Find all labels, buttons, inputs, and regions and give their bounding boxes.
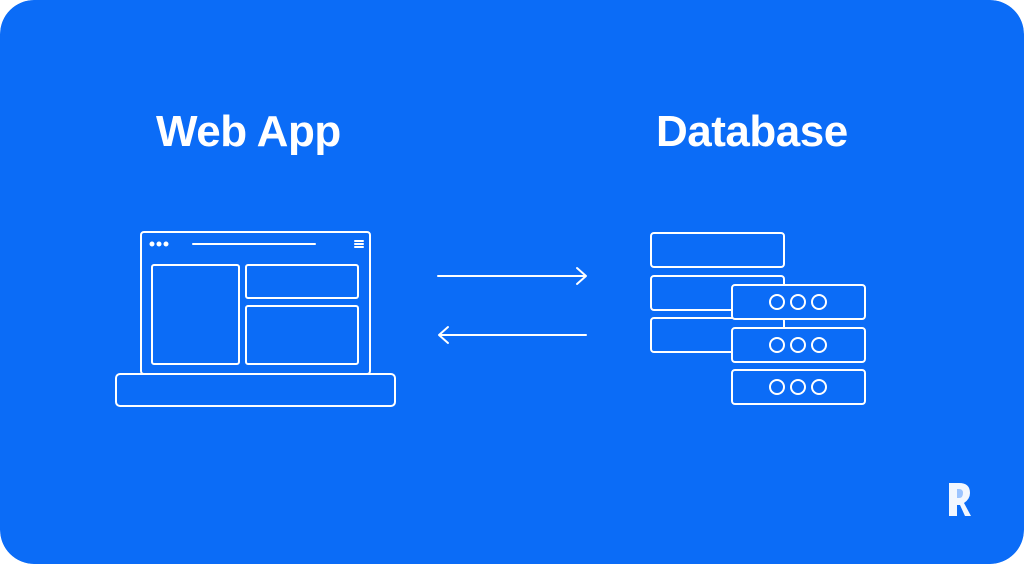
server-light [769, 379, 785, 395]
window-dot [163, 241, 169, 247]
server-light [811, 379, 827, 395]
database-servers-icon [650, 232, 866, 405]
r-logo-icon [949, 483, 971, 516]
server-slab-back [650, 232, 785, 268]
server-light [790, 379, 806, 395]
database-title: Database [656, 107, 848, 156]
server-slab-front [731, 284, 866, 320]
laptop-base [115, 373, 396, 407]
server-light [790, 337, 806, 353]
web-app-title: Web App [156, 107, 341, 156]
laptop-browser-icon [115, 231, 396, 407]
window-dot [149, 241, 155, 247]
content-panel-bottom [245, 305, 359, 365]
server-light [790, 294, 806, 310]
server-slab-front [731, 369, 866, 405]
content-panel-left [151, 264, 240, 365]
server-slab-front [731, 327, 866, 363]
server-light [811, 337, 827, 353]
arrow-left-icon [438, 326, 587, 344]
arrow-right-icon [437, 267, 587, 285]
server-light [769, 337, 785, 353]
server-light [769, 294, 785, 310]
server-light [811, 294, 827, 310]
content-panel-top [245, 264, 359, 299]
window-dot [156, 241, 162, 247]
